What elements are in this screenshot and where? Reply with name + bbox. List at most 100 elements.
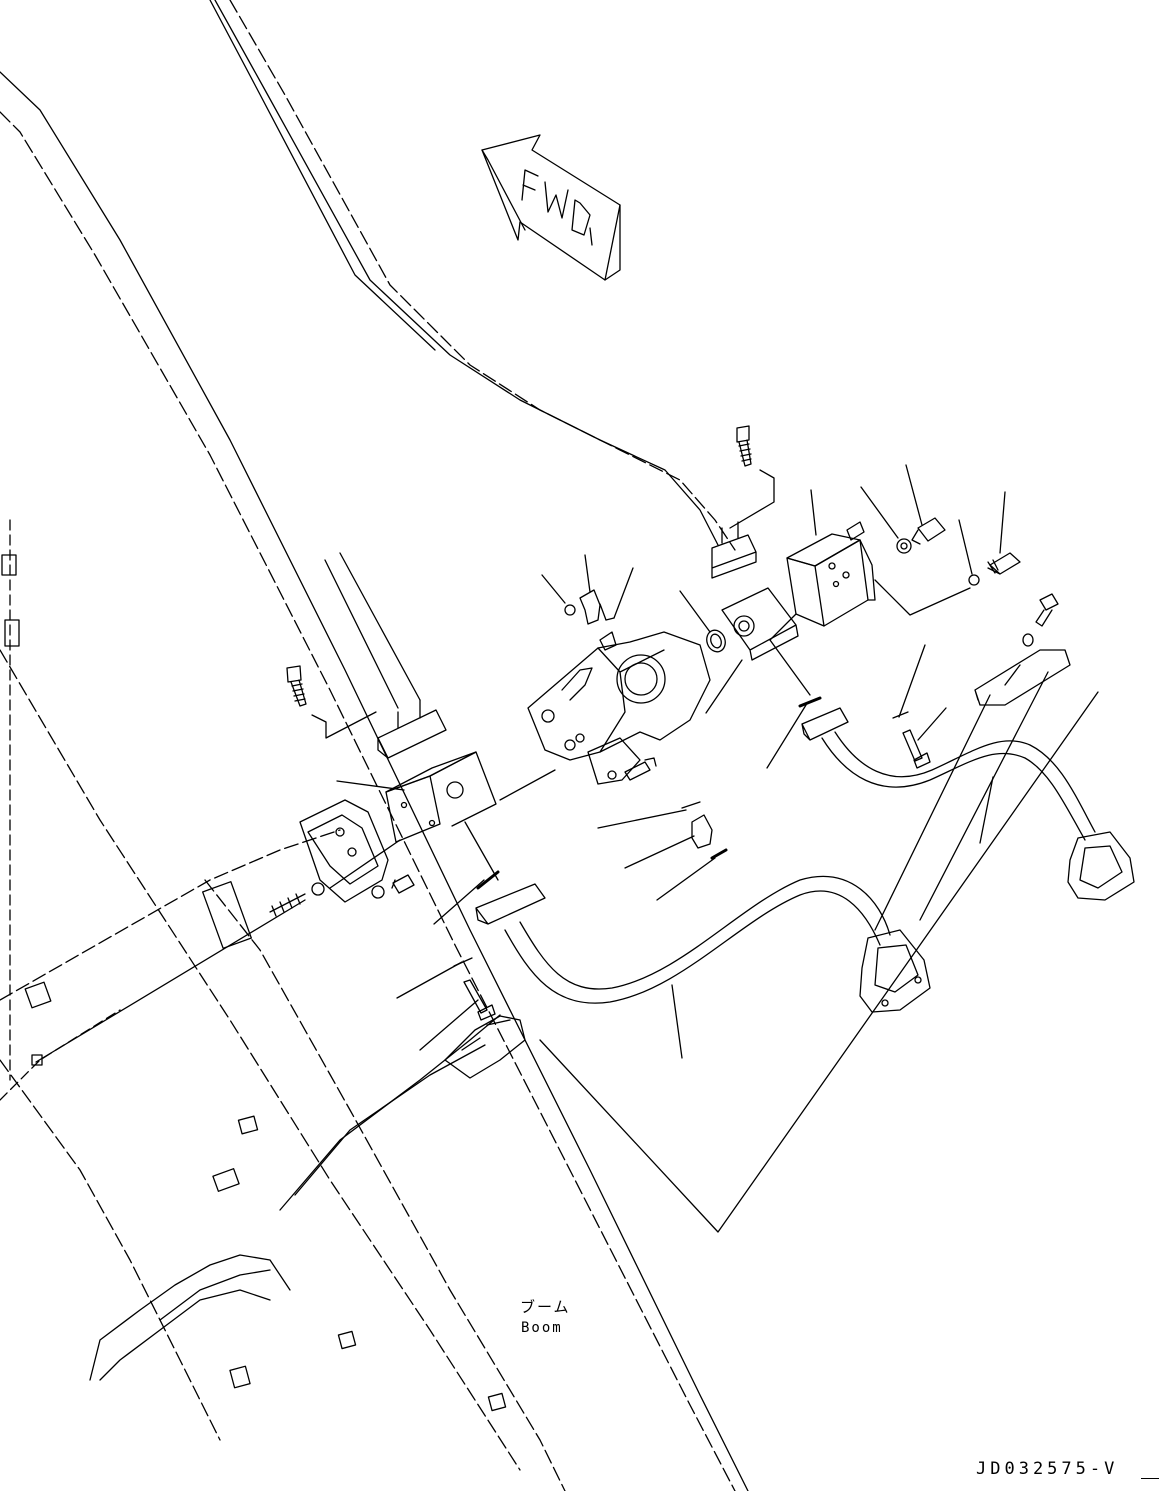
valve-pin-1 [541,709,555,723]
lower-pipe-o-ring-leader [433,879,485,925]
hinge-bracket-body [299,799,389,903]
far-right-pad-assembly [874,593,1071,931]
lower-pipe-upper-flange [475,883,546,925]
upper-pipe-bolt-leader [917,707,947,741]
lower-pipe-leader [671,984,683,1059]
lower-pipe-outer [504,890,881,1004]
upper-pipe-elbow-face [1079,845,1123,889]
forward-arrow-outline [481,134,621,281]
right-mounting-block [769,489,971,641]
left-block-hole-2 [428,819,436,827]
lower-bracket-right [99,1289,271,1381]
upper-pipe-leader [979,776,994,844]
mid-nipple [691,814,713,849]
lower-pipe-elbow [859,929,931,1013]
mid-connectors [464,801,728,901]
valve-body [527,631,711,761]
boom-clip-3 [337,1330,357,1350]
flange-o-ring-inner [710,633,722,649]
left-block-face [385,775,441,843]
flange-port-inner [738,620,750,632]
hinge-hole-2 [347,847,357,857]
fitting-pin [605,617,615,621]
boom-structure [0,0,749,1491]
boom-label-japanese: ブーム [520,1298,571,1316]
upper-pipe-o-ring-leader [766,704,807,769]
right-block-leader [810,489,817,536]
left-bolt-thread [291,683,306,702]
boom-lower-dashed-line [204,879,566,1491]
right-block-side [814,539,869,627]
lower-guard-rail-b [294,1044,486,1196]
upper-pipe-bolt [902,729,931,769]
top-guard-rail-front [209,0,436,351]
assembly-axis-line [35,769,556,1063]
right-washer-1-hole [900,542,908,550]
valve-pin-3 [575,733,585,743]
hinge-hole-3 [371,885,385,899]
upper-bolt-thread [738,443,752,462]
drawing-number-underline [1141,1478,1159,1479]
fitting-leader-3 [613,567,634,619]
valve-fittings [541,554,634,625]
left-pad-stem [397,699,421,729]
mid-gasket-leader [597,809,687,829]
lower-guard-rail-a [279,1014,501,1211]
lower-pipe-elbow-face [874,944,919,993]
right-block-lower-line [874,579,971,616]
valve-lower-hole [607,770,617,780]
drawing-number: JD032575-V [976,1459,1119,1479]
right-block-ear [846,521,876,601]
upper-pipe-o-ring [798,696,822,708]
hinge-washer [311,882,325,896]
hinge-bracket [269,799,415,917]
upper-pad-block [711,534,757,579]
boom-clip-1 [237,1115,259,1135]
right-fasteners [860,464,1021,586]
center-valve [527,631,711,785]
flange-leader [705,659,743,714]
right-bolt-1 [911,517,946,545]
boom-side-dashed-line [0,1059,221,1441]
boom-clip-6 [4,619,20,647]
valve-port-inner [624,662,658,696]
left-bolt-leader [311,711,377,739]
mid-o-ring [710,848,728,860]
boom-clip-2 [212,1168,240,1192]
left-pad-block [377,709,447,759]
right-bolt-1-leader [905,464,923,526]
upper-pipe-elbow [1067,831,1135,901]
forward-direction-arrow [481,134,621,281]
boom-clip-8 [24,981,52,1009]
valve-lever [561,667,593,701]
valve-flange-assembly [679,587,799,714]
boom-outer-dashed-line [0,111,736,1491]
forward-arrow-lettering [521,169,593,246]
valve-lower-flange [587,737,641,785]
right-washer-2-leader [958,519,973,575]
upper-pad-assembly [711,425,775,579]
lower-bracket-rail [159,1269,271,1321]
valve-stem [599,631,617,651]
lower-pipe-elbow-hole-2 [914,976,922,984]
upper-pipe-outer [821,737,1086,841]
hinge-hole-1 [335,827,345,837]
lower-bracket-left [89,1254,291,1381]
far-right-pad [974,649,1071,706]
boom-center-dashed-line [0,649,521,1471]
upper-bolt [736,425,752,467]
boom-clip-5 [487,1392,507,1412]
axis-end-washer [31,1054,43,1066]
far-right-bolt [1035,593,1059,627]
right-bolt-2 [987,552,1021,575]
fitting-o-ring [564,604,576,616]
lower-pipe-gasket-leader [396,961,463,999]
left-block-port [446,781,464,799]
upper-bolt-leader [729,469,775,529]
boom-clip-4 [229,1365,251,1389]
hinge-bracket-plate [307,814,379,885]
fitting-leader-1 [541,574,566,604]
lower-pipe-inner [519,875,891,990]
upper-pipe-gasket [892,711,909,719]
hinge-bolt-left [269,893,306,917]
